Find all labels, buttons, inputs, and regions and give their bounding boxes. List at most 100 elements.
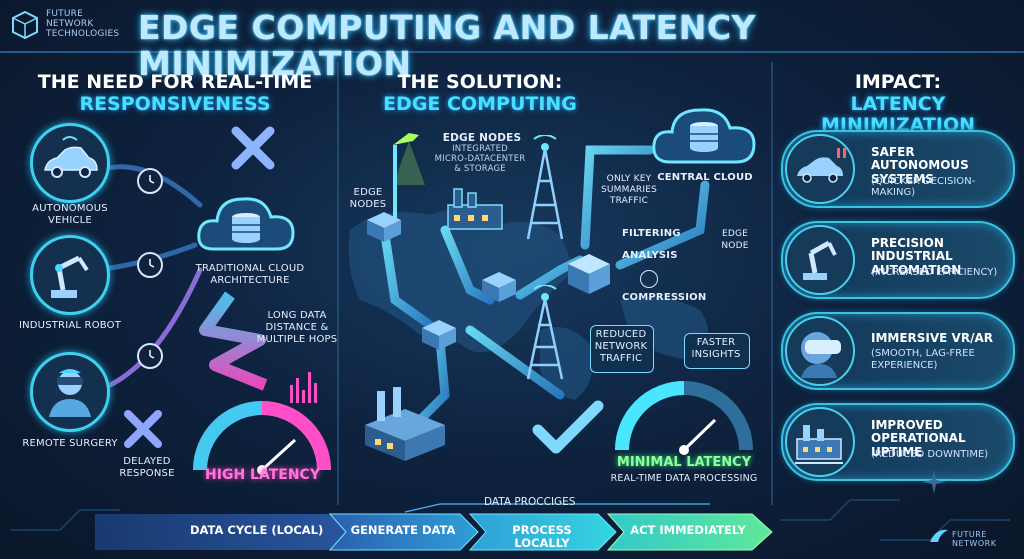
data-cycle-flow <box>95 503 773 551</box>
analysis-label: ANALYSIS <box>622 250 678 261</box>
minimal-latency-label: MINIMAL LATENCY <box>616 455 752 470</box>
minimal-latency-gauge <box>615 381 753 455</box>
card-3-sub-1: (SMOOTH, LAG-FREE <box>871 348 975 359</box>
middle-heading-1: THE SOLUTION: <box>397 71 563 93</box>
cell-tower-icon <box>526 135 564 240</box>
edge-nodes-title: EDGE NODES <box>442 132 522 144</box>
brand-line2: NETWORK <box>46 19 94 29</box>
reduced-label-2: NETWORK <box>594 341 648 352</box>
card-4-title-1: IMPROVED <box>871 418 943 432</box>
only-key-1: ONLY KEY <box>606 174 652 184</box>
card-3-sub-2: EXPERIENCE) <box>871 360 938 371</box>
industrial-robot-circle <box>30 235 110 315</box>
traditional-cloud-icon <box>197 197 295 251</box>
faster-insights-box <box>684 333 750 369</box>
distance-label-2: DISTANCE & <box>265 322 329 333</box>
cube-logo-icon <box>12 10 38 40</box>
central-cloud-icon <box>652 108 756 164</box>
filtering-label: FILTERING <box>622 228 681 239</box>
distance-label-3: MULTIPLE HOPS <box>256 334 338 345</box>
reduced-label-3: TRAFFIC <box>599 353 643 364</box>
factory-icon <box>785 407 855 477</box>
right-heading-1: IMPACT: <box>854 71 942 93</box>
remote-surgery-circle <box>30 352 110 432</box>
edge-node-cube-icon <box>568 254 610 294</box>
gear-icon <box>640 270 658 288</box>
edge-nodes-sub-1: INTEGRATED <box>452 144 508 154</box>
step-generate-data[interactable]: GENERATE DATA <box>350 523 456 537</box>
robot-arm-icon <box>51 255 89 298</box>
only-key-3: TRAFFIC <box>609 196 649 206</box>
delayed-label-1: DELAYED <box>123 456 171 467</box>
edge-node-cube-icon <box>422 320 456 350</box>
card-4-title-2: OPERATIONAL UPTIME <box>871 431 966 459</box>
step-process-locally[interactable]: PROCESS LOCALLY <box>512 523 572 550</box>
edge-nodes-sub-3: & STORAGE <box>454 164 506 174</box>
x-mark-icon <box>124 410 162 448</box>
robot-arm-icon <box>785 225 855 295</box>
realtime-label: REAL-TIME DATA PROCESSING <box>610 473 758 484</box>
car-icon <box>44 136 98 178</box>
vr-headset-icon <box>785 316 855 386</box>
clock-icon <box>137 168 163 194</box>
card-2-title-2: AUTOMATION <box>871 262 962 277</box>
robot-label: INDUSTRIAL ROBOT <box>18 320 122 331</box>
car-alert-icon <box>785 134 855 204</box>
street-lamp-icon <box>393 133 425 229</box>
brand-logo <box>10 10 40 40</box>
clock-icon <box>137 343 163 369</box>
surgeon-icon <box>49 369 91 417</box>
card-1-sub-1: (QUICKER DECISION-MAKING) <box>871 176 976 198</box>
vehicle-label-1: AUTONOMOUS <box>32 203 108 214</box>
left-heading-1: THE NEED FOR REAL-TIME <box>37 71 313 93</box>
edge-node-label-2: NODE <box>721 241 749 251</box>
surgery-label: REMOTE SURGERY <box>22 438 118 449</box>
edge-node-label-1: EDGE <box>721 229 749 239</box>
x-mark-icon <box>231 126 275 170</box>
edge-node-cube-icon <box>482 272 516 302</box>
card-1-title-1: SAFER AUTONOMOUS <box>871 145 969 173</box>
high-latency-gauge <box>193 401 331 475</box>
clock-icon <box>137 252 163 278</box>
factory-icon <box>365 387 445 461</box>
cloud-label-1: TRADITIONAL CLOUD <box>195 263 305 274</box>
footer-logo-text: FUTURE NETWORK <box>952 530 997 548</box>
edge-nodes-left-1: EDGE <box>353 187 383 198</box>
compression-label: COMPRESSION <box>622 292 707 303</box>
high-latency-label: HIGH LATENCY <box>205 467 320 483</box>
step-act-immediately[interactable]: ACT IMMEDIATELY <box>630 523 746 537</box>
check-mark-icon <box>532 400 604 454</box>
cloud-label-2: ARCHITECTURE <box>210 275 290 286</box>
card-4-sub-1: (REDUCED DOWNTIME) <box>871 449 989 460</box>
brand-line1: FUTURE <box>46 9 83 19</box>
impact-card-vr: IMMERSIVE VR/AR (SMOOTH, LAG-FREE EXPERI… <box>781 312 1015 390</box>
page-title: EDGE COMPUTING AND LATENCY MINIMIZATION <box>138 8 756 84</box>
data-cycle-label: DATA CYCLE (LOCAL) <box>190 523 324 537</box>
brand-line3: TECHNOLOGIES <box>46 29 120 39</box>
edge-nodes-left-2: NODES <box>349 199 387 210</box>
card-3-title-1: IMMERSIVE VR/AR <box>871 331 993 345</box>
left-heading-2: RESPONSIVENESS <box>79 93 271 115</box>
cell-tower-icon <box>526 285 564 380</box>
autonomous-vehicle-circle <box>30 123 110 203</box>
delayed-label-2: RESPONSE <box>119 468 175 479</box>
central-cloud-label: CENTRAL CLOUD <box>657 172 753 183</box>
reduced-traffic-box <box>590 325 654 373</box>
vehicle-label-2: VEHICLE <box>48 215 92 226</box>
middle-heading-2: EDGE COMPUTING <box>383 93 577 115</box>
edge-nodes-sub-2: MICRO-DATACENTER <box>434 154 526 164</box>
card-2-title-1: PRECISION INDUSTRIAL <box>871 236 953 264</box>
faster-label-2: INSIGHTS <box>691 349 741 360</box>
faster-label-1: FASTER <box>696 337 736 348</box>
distance-label-1: LONG DATA <box>267 310 327 321</box>
edge-node-cube-icon <box>367 212 401 242</box>
data-proc-label: DATA PROCCIGES <box>484 496 576 508</box>
only-key-2: SUMMARIES <box>600 185 658 195</box>
factory-icon <box>447 188 503 230</box>
card-2-sub-1: (INCREASED EFFICIENCY) <box>871 267 998 278</box>
reduced-label-1: REDUCED <box>595 329 647 340</box>
